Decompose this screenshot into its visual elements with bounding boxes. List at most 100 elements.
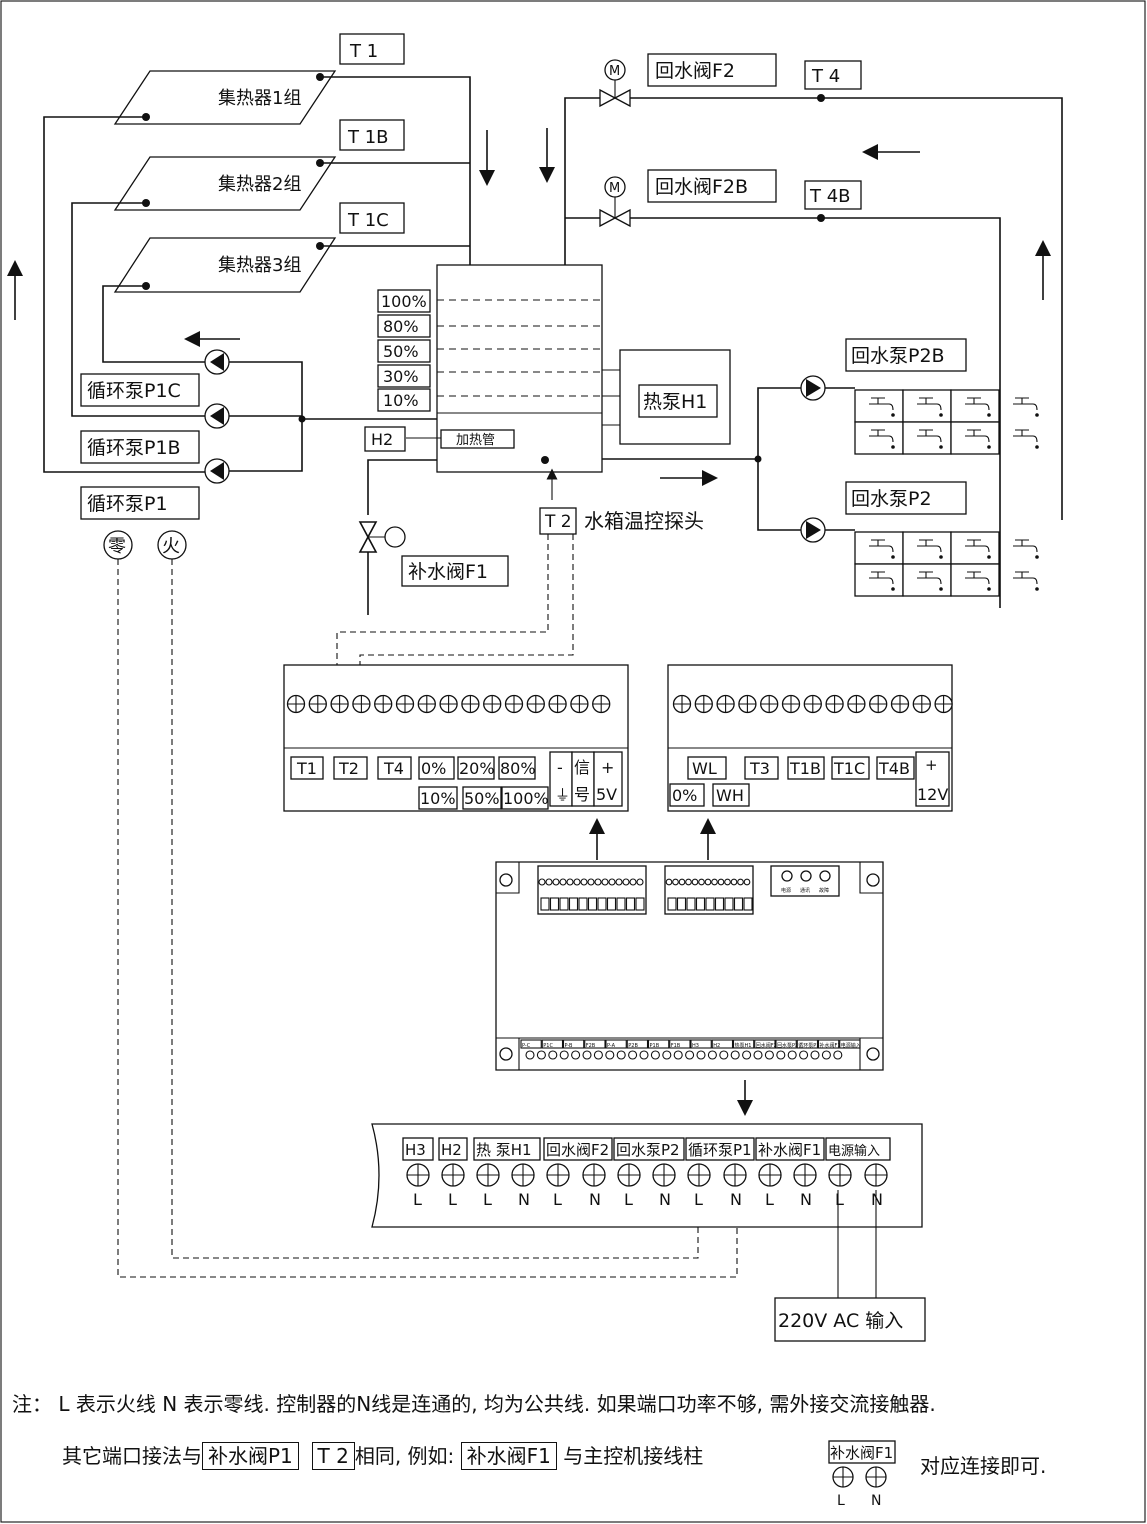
ctrl-out-screw xyxy=(742,1050,752,1060)
output-group-label: H2 xyxy=(441,1141,462,1159)
faucet-cell xyxy=(854,389,904,423)
ctrl-out-label-box xyxy=(626,1039,649,1049)
svg-text:0%: 0% xyxy=(672,786,697,805)
valve-f2-label xyxy=(647,53,777,87)
terminal-right-screw-cross xyxy=(826,695,844,713)
terminal-right-screw-cross xyxy=(695,695,713,713)
mini-screw xyxy=(580,878,588,886)
faucet-drop xyxy=(939,555,943,559)
svg-text:100%: 100% xyxy=(381,292,427,311)
ctrl-out-screw xyxy=(821,1050,831,1060)
svg-text:T1B: T1B xyxy=(789,759,821,778)
output-pin-screw-cross xyxy=(724,1164,746,1186)
mini-screw xyxy=(724,878,731,886)
ctrl-out-label: 热泵H1 xyxy=(735,1042,752,1049)
faucet-drop xyxy=(939,445,943,449)
mini-screw xyxy=(717,878,725,886)
mini-screw xyxy=(622,878,630,886)
ctrl-out-label-box xyxy=(520,1039,542,1049)
output-pin-screw-cross xyxy=(547,1164,569,1186)
svg-text:T 1C: T 1C xyxy=(347,210,389,231)
faucet-drop xyxy=(1035,555,1039,559)
svg-text:WL: WL xyxy=(692,759,717,778)
svg-text:20%: 20% xyxy=(459,759,495,778)
terminal-right-screw-cross xyxy=(913,695,931,713)
pump-p1b-label-box xyxy=(80,430,200,464)
terminal-left-screw-cross xyxy=(592,695,610,713)
faucet-drop xyxy=(1035,587,1039,591)
terminal-left-screw-cross xyxy=(440,695,458,713)
valve-f2b-symbol: M xyxy=(599,176,631,228)
sensor-t4b-box xyxy=(804,180,862,210)
mini-screw xyxy=(566,878,574,886)
output-pin-label: L xyxy=(448,1190,457,1209)
faucet-cell xyxy=(902,563,952,597)
output-pin-label: L xyxy=(483,1190,492,1209)
collector-1: 集热器1组 xyxy=(113,70,337,125)
ctrl-out-label-box xyxy=(690,1039,712,1049)
makeup-valve-motor xyxy=(384,526,406,548)
mini-screw xyxy=(730,878,738,886)
svg-text:循环泵P1: 循环泵P1 xyxy=(87,493,168,515)
svg-text:T1C: T1C xyxy=(833,759,865,778)
output-pin-screw-cross xyxy=(407,1164,429,1186)
mini-label xyxy=(549,897,560,911)
faucet-cell xyxy=(950,389,1000,423)
mini-screw xyxy=(698,878,705,886)
terminal-left-labels: T1 T2 T4 0% 20% 80% 10% 50% 100% - ⏚ 信 号… xyxy=(290,751,623,810)
ctrl-out-label: H3 xyxy=(692,1043,699,1049)
sensor-t1c-box xyxy=(339,202,405,234)
mini-screw xyxy=(538,878,546,886)
terminal-right-screw-cross xyxy=(891,695,909,713)
mini-label xyxy=(705,897,715,911)
pump-p2b-label xyxy=(845,338,967,372)
mini-label xyxy=(686,897,696,911)
ctrl-out-label: H2 xyxy=(713,1043,720,1049)
ctrl-out-screw xyxy=(696,1050,706,1060)
ctrl-out-label: P-A xyxy=(607,1043,616,1049)
return-pipe-f2 xyxy=(564,97,1063,520)
collector-2: 集热器2组 xyxy=(113,156,337,211)
svg-text:电源: 电源 xyxy=(781,887,791,894)
svg-text:集热器1组: 集热器1组 xyxy=(218,88,301,109)
ctrl-out-screw xyxy=(730,1050,740,1060)
output-pin-screw-cross xyxy=(794,1164,816,1186)
ctrl-out-screw xyxy=(525,1050,535,1060)
output-group-box xyxy=(613,1137,685,1161)
output-pin-screw-cross xyxy=(653,1164,675,1186)
ctrl-out-label: P1B xyxy=(650,1043,660,1049)
terminal-right-screw-cross xyxy=(782,695,800,713)
output-pin-screw-cross xyxy=(512,1164,534,1186)
mini-screw xyxy=(573,878,581,886)
faucet-icon xyxy=(917,539,942,553)
faucet-icon xyxy=(869,539,894,553)
ctrl-out-screw xyxy=(559,1050,569,1060)
mini-screw xyxy=(685,878,692,886)
pump-p1-symbol xyxy=(204,458,230,484)
output-pin-label: L xyxy=(765,1190,774,1209)
svg-text:T 2: T 2 xyxy=(544,512,572,532)
svg-text:热泵H1: 热泵H1 xyxy=(643,391,707,413)
output-group-box xyxy=(473,1137,541,1161)
svg-text:通讯: 通讯 xyxy=(800,887,810,894)
mini-label xyxy=(578,897,588,911)
svg-text:10%: 10% xyxy=(420,789,456,808)
faucet-icon xyxy=(917,429,942,443)
faucet-cell xyxy=(854,421,904,455)
ctrl-out-screw xyxy=(662,1050,672,1060)
svg-text:H2: H2 xyxy=(371,430,393,449)
mini-screw xyxy=(629,878,637,886)
ctrl-out-screw xyxy=(799,1050,809,1060)
svg-text:5V: 5V xyxy=(596,785,617,804)
svg-text:火: 火 xyxy=(162,536,180,557)
ctrl-out-label: 回水阀F2 xyxy=(756,1042,777,1049)
ctrl-out-screw xyxy=(776,1050,786,1060)
faucet-drop xyxy=(891,555,895,559)
mini-label xyxy=(733,897,744,911)
ctrl-out-label: F2B xyxy=(586,1043,596,1049)
faucet-drop xyxy=(987,413,991,417)
collector3-inlet-pipe xyxy=(102,285,205,363)
svg-text:补水阀F1: 补水阀F1 xyxy=(408,561,488,583)
terminal-left-screw-cross xyxy=(570,695,588,713)
mini-screw xyxy=(559,878,567,886)
